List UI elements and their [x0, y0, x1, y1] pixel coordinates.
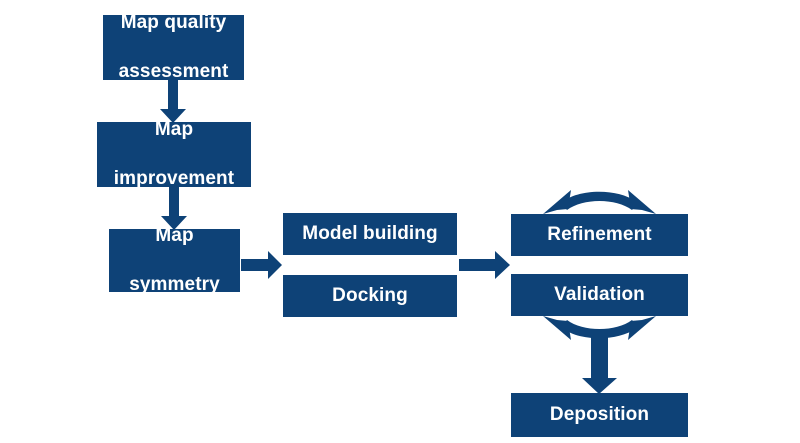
node-map-improvement[interactable]: Map improvement [97, 119, 251, 189]
node-map-symmetry[interactable]: Map symmetry [109, 225, 240, 295]
node-label: Model building [302, 222, 438, 244]
node-label: Map symmetry [115, 224, 234, 297]
node-label-line1: Map [154, 119, 194, 141]
edge-cycle-bottom-arc [543, 316, 656, 340]
node-label: Refinement [547, 223, 652, 245]
node-validation[interactable]: Validation [511, 274, 688, 316]
node-label: Docking [332, 284, 408, 306]
node-refinement[interactable]: Refinement [511, 214, 688, 256]
node-label-line1: Map quality [120, 12, 227, 34]
node-label: Deposition [549, 403, 650, 425]
node-label-line2: symmetry [129, 273, 220, 295]
node-docking[interactable]: Docking [283, 275, 457, 317]
node-label-line1: Map [155, 225, 194, 247]
node-label: Validation [554, 283, 645, 305]
node-label: Map quality assessment [109, 11, 238, 84]
node-model-building[interactable]: Model building [283, 213, 457, 255]
edge-symmetry-to-modelbuilding-arrow [241, 251, 282, 279]
node-deposition[interactable]: Deposition [511, 393, 688, 437]
edge-cycle-top-arc [543, 190, 656, 214]
edge-modelbuilding-to-refinement-arrow [459, 251, 510, 279]
edge-validation-to-deposition-arrow [582, 334, 617, 394]
node-label: Map improvement [103, 118, 245, 191]
node-label-line2: improvement [113, 167, 235, 189]
node-map-quality-assessment[interactable]: Map quality assessment [103, 12, 244, 82]
edge-quality-to-improvement-arrow [160, 80, 186, 123]
node-label-line2: assessment [118, 60, 229, 82]
